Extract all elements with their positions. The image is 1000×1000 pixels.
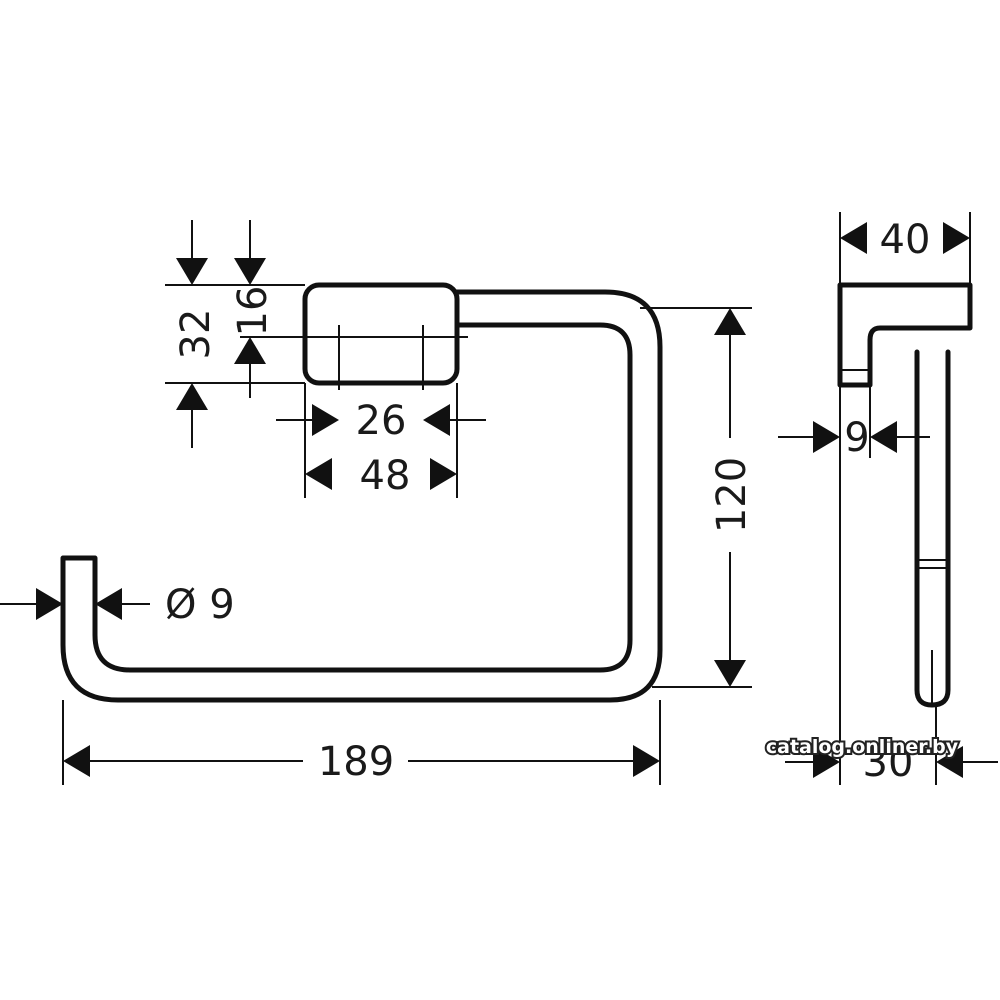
dim-48-label: 48	[360, 453, 411, 499]
dim-side-9-label: 9	[844, 415, 869, 461]
dim-30: 30	[785, 740, 998, 786]
front-view	[60, 282, 663, 703]
side-extension-lines	[839, 212, 971, 785]
dim-40: 40	[840, 217, 970, 263]
dim-diameter-label: Ø 9	[165, 582, 235, 628]
dim-120-label: 120	[709, 457, 755, 533]
dim-16-label: 16	[230, 286, 276, 337]
dim-32: 32	[173, 220, 219, 448]
dim-30-label: 30	[863, 740, 914, 786]
dim-26-label: 26	[356, 398, 407, 444]
dim-48: 48	[305, 453, 457, 499]
watermark-text: catalog.onliner.by	[766, 736, 959, 758]
dim-189-label: 189	[318, 739, 394, 785]
dim-32-label: 32	[173, 309, 219, 360]
dim-diameter-9: Ø 9	[0, 582, 235, 628]
dim-120: 120	[709, 308, 755, 687]
dim-189: 189	[63, 739, 660, 785]
dim-16: 16	[230, 220, 276, 398]
dim-side-9: 9	[778, 415, 930, 461]
side-view	[837, 282, 973, 708]
dim-26: 26	[276, 398, 486, 444]
dim-40-label: 40	[880, 217, 931, 263]
side-mount	[837, 282, 973, 388]
watermark: catalog.onliner.by	[764, 734, 961, 760]
mount-block	[302, 282, 460, 386]
extension-lines	[62, 284, 752, 785]
towel-ring-outer	[60, 289, 663, 703]
